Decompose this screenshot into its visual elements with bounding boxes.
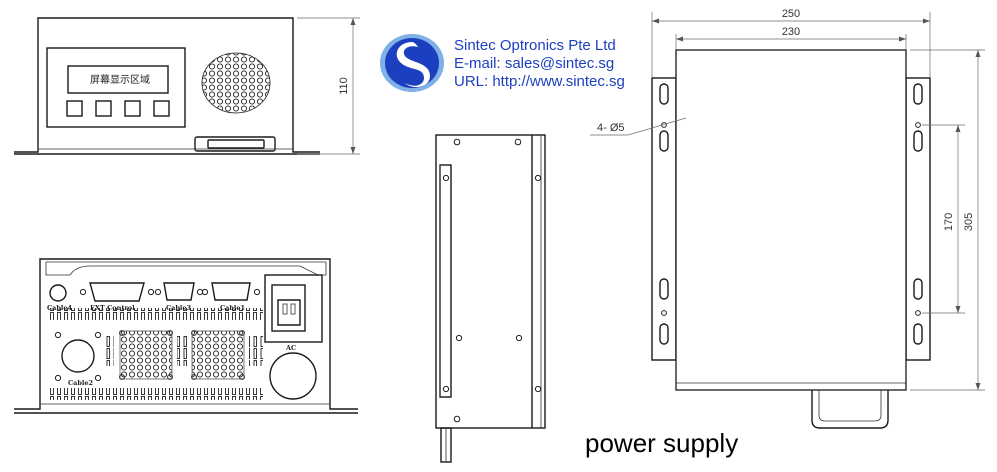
mounting-ear-left <box>651 77 677 361</box>
mid-vent-middle <box>177 336 187 366</box>
upper-vent-slots <box>48 308 263 320</box>
display-area <box>46 47 186 128</box>
front-handle <box>194 136 276 152</box>
cable1-connector <box>201 282 261 301</box>
cable2-connector <box>54 331 102 382</box>
top-view-body <box>675 49 907 391</box>
mid-vent-right <box>249 336 263 366</box>
fan-grille-left <box>119 330 173 380</box>
width-230-dimension <box>675 34 907 50</box>
ext-control-connector <box>79 282 155 302</box>
ac-inlet-round <box>269 352 317 400</box>
sintec-logo <box>380 34 444 92</box>
fan-grille-right <box>191 330 245 380</box>
mounting-ear-right <box>905 77 931 361</box>
ac-socket <box>264 274 323 343</box>
front-height-dimension <box>297 17 360 155</box>
mid-vent-left <box>104 336 114 366</box>
height-170-dimension <box>922 124 965 314</box>
front-buttons <box>66 100 170 117</box>
rear-view <box>14 258 358 414</box>
hole-leader <box>590 117 687 136</box>
lower-vent-slots <box>48 388 263 400</box>
front-view <box>14 17 360 155</box>
cable4-connector <box>49 284 67 302</box>
top-view <box>590 12 985 429</box>
width-250-dimension <box>651 12 931 78</box>
top-view-handle <box>811 390 889 429</box>
cable3-connector <box>154 282 204 301</box>
speaker-grille <box>201 52 271 114</box>
side-view <box>435 134 546 463</box>
height-305-dimension <box>910 49 985 391</box>
